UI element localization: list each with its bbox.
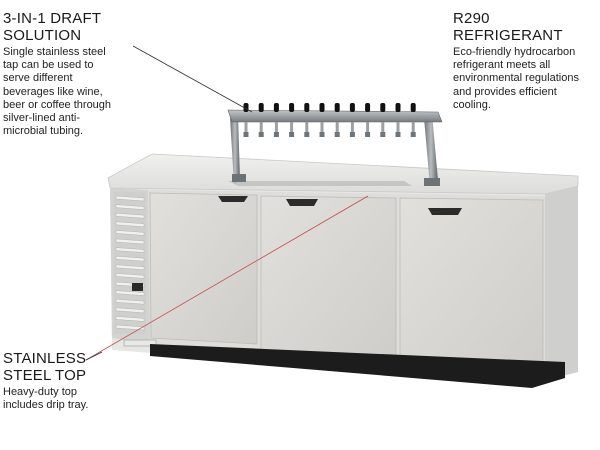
tap-handle xyxy=(319,103,325,137)
tap-handle xyxy=(380,103,386,137)
draft-body-line: serve different xyxy=(3,72,73,85)
draft-body-line: microbial tubing. xyxy=(3,125,84,138)
louver-slat xyxy=(115,238,145,245)
louver-slat xyxy=(115,255,145,262)
draft-body-line: silver-lined anti- xyxy=(3,112,81,125)
refrigerant-body-line: environmental regulations xyxy=(453,72,579,85)
louver-slat xyxy=(115,247,145,253)
refrigerant-body-line: cooling. xyxy=(453,98,491,111)
control-display xyxy=(132,283,143,291)
louver-slat xyxy=(115,324,145,331)
draft-body-line: tap can be used to xyxy=(3,59,94,72)
tap-handle xyxy=(349,103,355,137)
tap-handle xyxy=(395,103,401,137)
draft-tower xyxy=(227,103,443,186)
louver-slat xyxy=(115,264,145,271)
tap-handle xyxy=(273,103,279,137)
louver-slat xyxy=(115,307,145,314)
louver-slat xyxy=(115,290,145,296)
louver-slat xyxy=(115,212,145,219)
louver-slat xyxy=(115,273,145,279)
drip-tray xyxy=(228,181,412,186)
steel-top-body-line: Heavy-duty top xyxy=(3,386,77,398)
tap-handle xyxy=(410,103,416,137)
badge-plate xyxy=(123,339,157,347)
top-leader-line xyxy=(85,195,369,361)
refrigerant-body-line: Eco-friendly hydrocarbon xyxy=(453,46,576,58)
door-handle xyxy=(286,199,318,206)
tap-handle xyxy=(289,103,295,137)
refrigerant-body-line: and provides efficient xyxy=(453,85,557,98)
louver-slat xyxy=(115,298,145,305)
door-center xyxy=(260,195,397,363)
refrigerant-title: R290 REFRIGERANT xyxy=(453,10,563,44)
louver-slat xyxy=(115,195,145,202)
tap-handle xyxy=(304,103,310,137)
cabinet-base xyxy=(150,344,565,388)
tap-handle xyxy=(258,103,264,137)
tap-handle xyxy=(365,103,371,137)
door-handle xyxy=(428,208,462,215)
draft-body-line: Single stainless steel xyxy=(3,46,106,58)
louver-slat xyxy=(115,221,145,228)
draft-body-line: beverages like wine, xyxy=(3,85,103,98)
door-right xyxy=(399,197,544,376)
top-leader-line-black xyxy=(85,351,103,361)
draft-body-line: beer or coffee through xyxy=(3,98,112,111)
draft-leader-line xyxy=(132,45,253,113)
louver-slat xyxy=(115,316,145,322)
tap-handle xyxy=(334,103,340,137)
louver-slat xyxy=(115,230,145,236)
stainless-steel-top xyxy=(107,153,579,195)
door-left xyxy=(149,192,258,345)
refrigerant-body-line: refrigerant meets all xyxy=(453,59,551,72)
vent-grille xyxy=(114,192,157,347)
louver-slat xyxy=(115,204,145,210)
door-handle xyxy=(218,196,248,202)
steel-top-body-line: includes drip tray. xyxy=(3,399,89,412)
refrigerant-callout: R290 REFRIGERANT Eco-friendly hydrocarbo… xyxy=(453,10,598,112)
